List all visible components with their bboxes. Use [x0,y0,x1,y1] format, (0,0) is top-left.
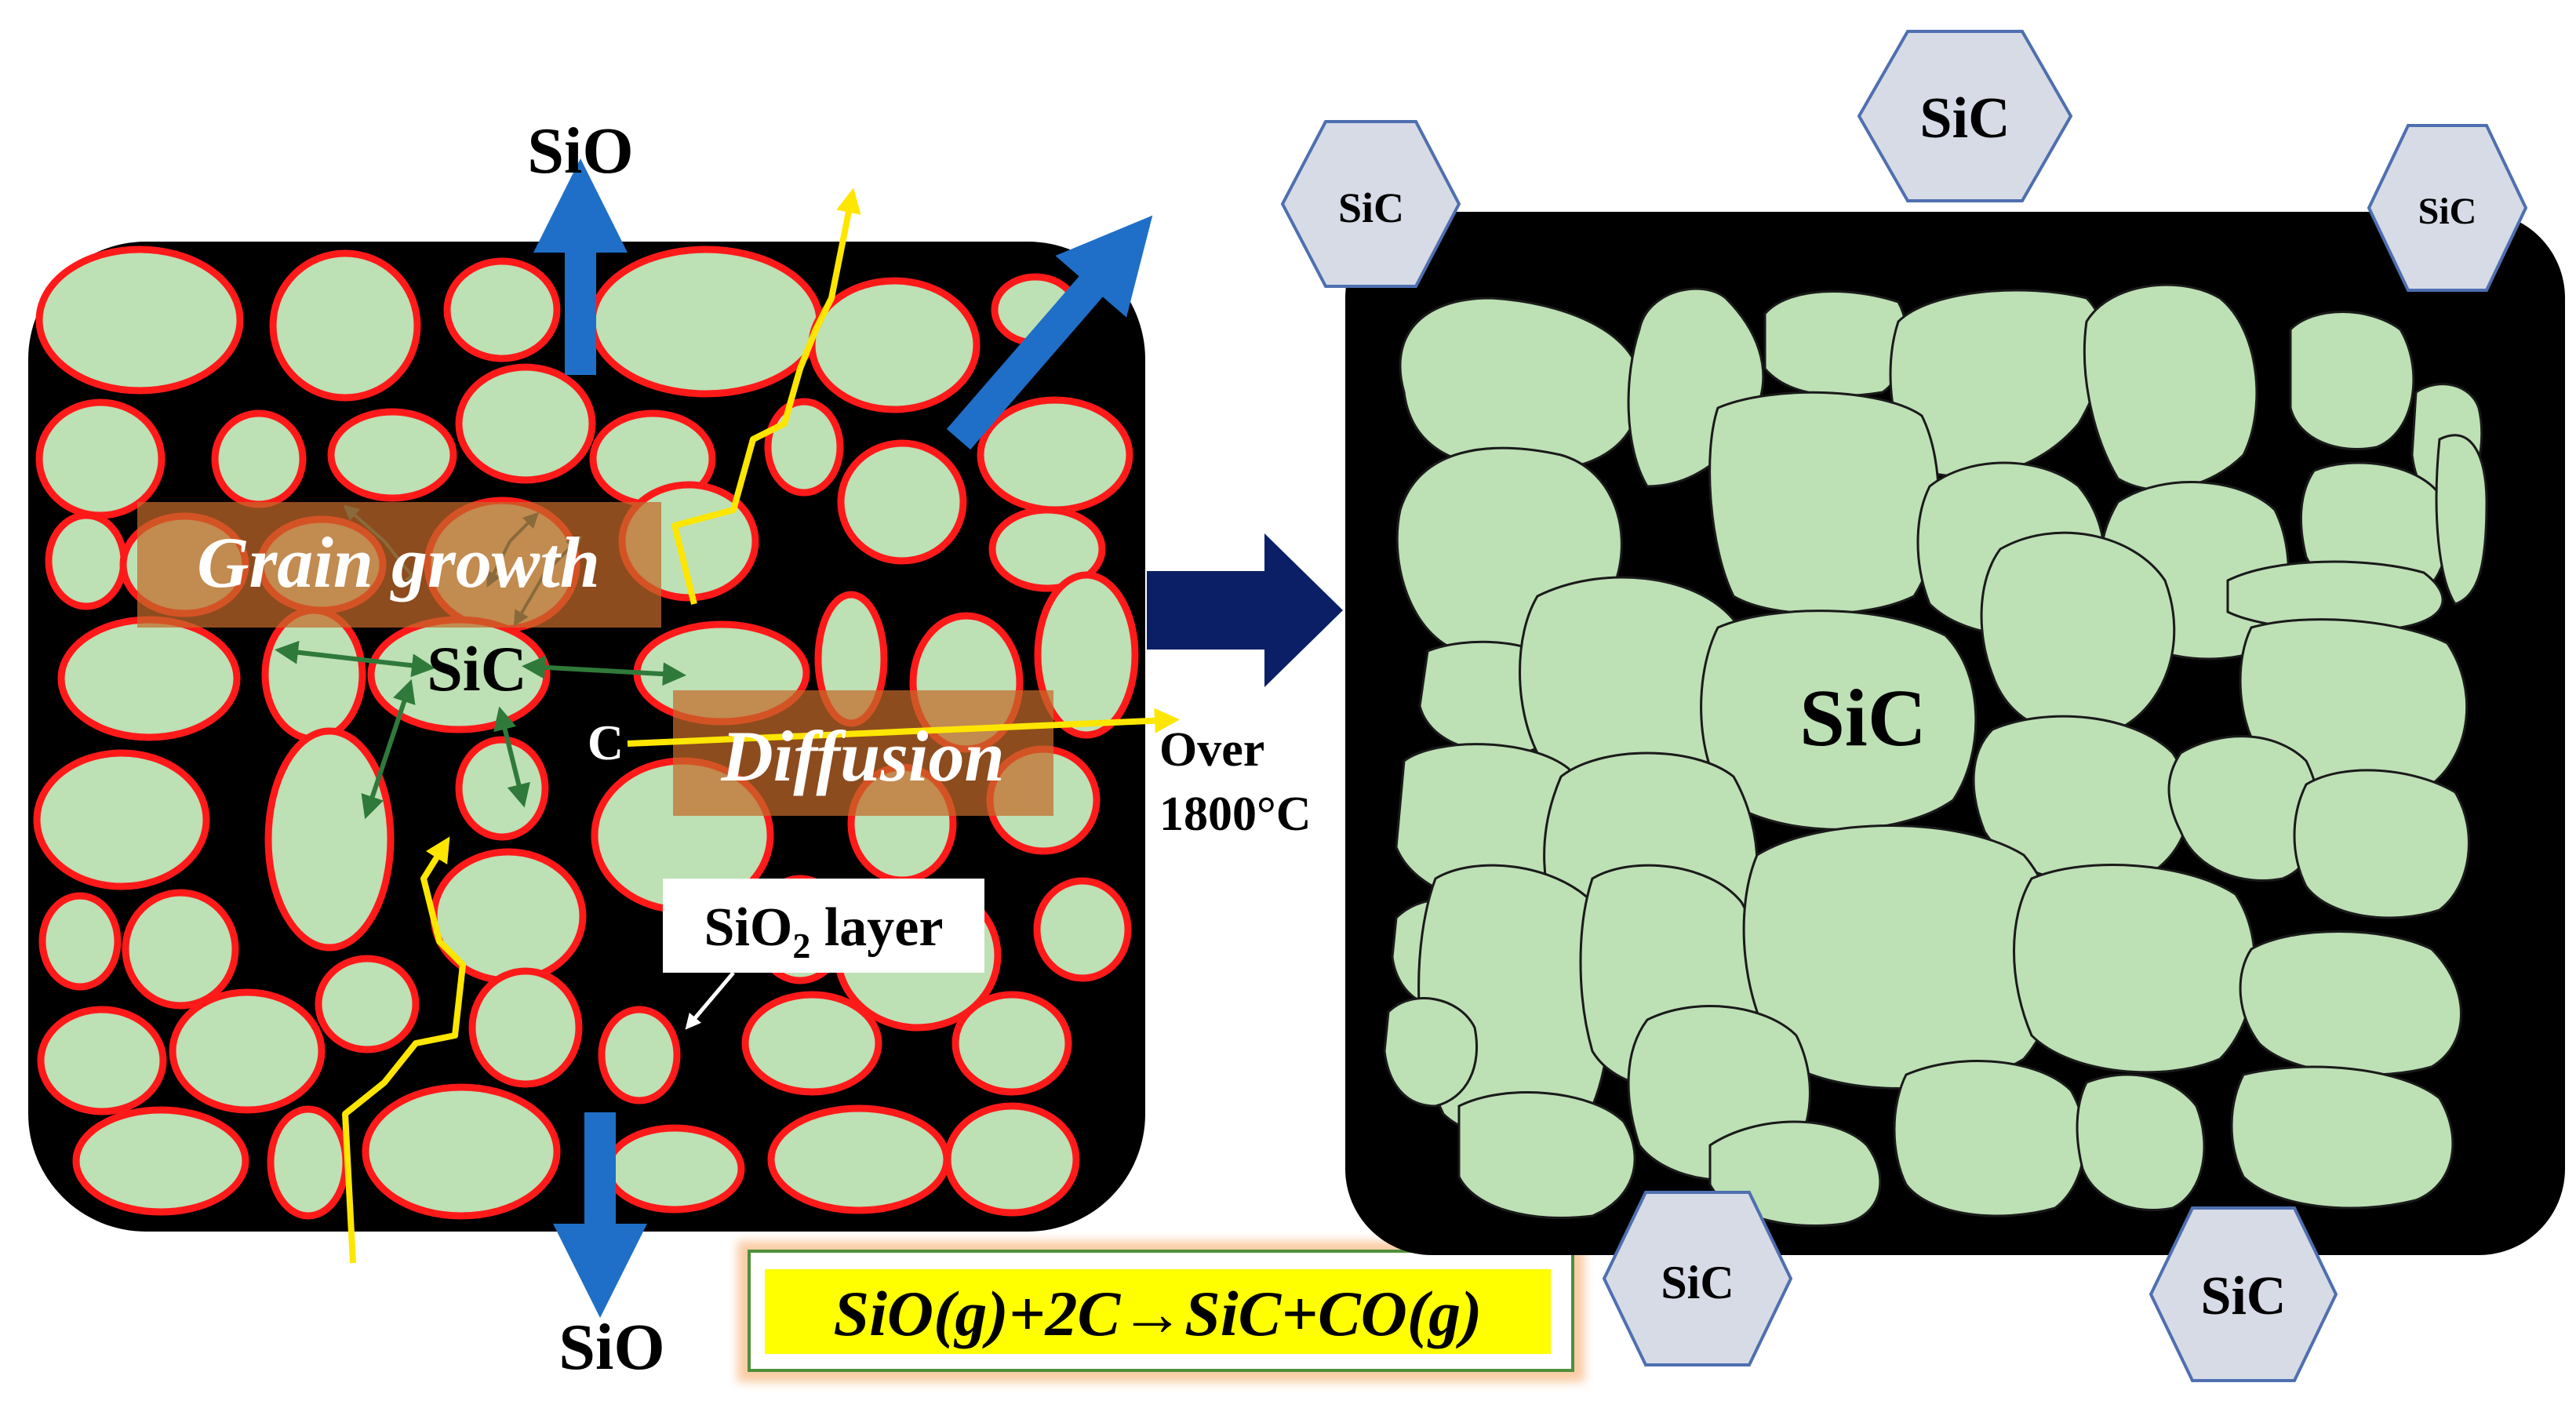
right-sic-label: SiC [1799,673,1927,763]
grain [1765,291,1906,395]
grain [841,443,963,561]
sio-top-label: SiO [527,115,633,187]
sic-particle-label: SiC [1919,86,2010,151]
reaction-equation: SiO(g)+2C→SiC+CO(g) [834,1278,1483,1349]
sic-particle-label: SiC [1661,1257,1734,1308]
grain [41,1010,163,1112]
temperature-line1: Over [1159,723,1264,777]
grain [1894,1061,2084,1216]
grain [215,413,303,504]
grain [459,367,592,480]
grain [39,402,162,515]
grain [948,1106,1076,1213]
right-grains [1384,285,2487,1225]
grain [42,896,118,987]
grain [271,1109,346,1216]
grain [1384,999,1477,1106]
sio2-layer-label: SiO2 layer [704,897,944,966]
sic-particle-label: SiC [2201,1266,2287,1326]
sio-bottom-label: SiO [558,1311,664,1384]
sic-particle-label: SiC [1338,184,1404,231]
equation-group: SiO(g)+2C→SiC+CO(g) [737,1241,1585,1382]
grain [61,620,237,737]
diffusion-label: Diffusion [720,716,1004,796]
grain-growth-label: Grain growth [197,522,600,602]
grain [265,610,362,739]
left-panel: SiO SiO Grain growth SiC C Diffusion SiO… [28,115,1167,1384]
grain [173,992,322,1110]
grain [2290,312,2414,449]
grain [812,281,977,409]
carbon-label: C [588,715,624,770]
grain [768,402,840,493]
grain [472,971,579,1084]
grain [49,515,124,606]
sic-particle-label: SiC [2418,191,2477,232]
grain [1037,881,1128,978]
grain [592,249,820,394]
grain [273,253,417,398]
grain [771,1108,947,1210]
grain [318,959,416,1050]
transition: Over 1800°C [1147,533,1343,841]
grain [1710,392,1939,613]
grain [2077,1075,2204,1210]
right-panel: SiC SiC SiC SiC SiC SiC [1283,31,2565,1381]
grain [981,400,1130,510]
grain [2294,770,2469,918]
grain [366,1087,557,1216]
grain [37,753,206,886]
grain [1459,1093,1635,1218]
grain [1981,533,2174,734]
grain [39,249,240,391]
grain [955,995,1068,1092]
grain [447,261,557,358]
grain [331,412,453,498]
grain [268,731,391,948]
grain [2240,932,2461,1075]
grain [2014,865,2255,1072]
temperature-line2: 1800°C [1159,788,1312,841]
grain [459,740,545,837]
grain [2232,1067,2453,1208]
grain [2436,435,2487,604]
grain [745,995,879,1092]
left-sic-label: SiC [427,633,527,704]
process-arrow [1147,533,1343,687]
grain [126,893,235,1006]
grain [602,1010,677,1101]
grain [2084,285,2256,489]
grain [76,1110,246,1212]
grain [608,1128,741,1210]
